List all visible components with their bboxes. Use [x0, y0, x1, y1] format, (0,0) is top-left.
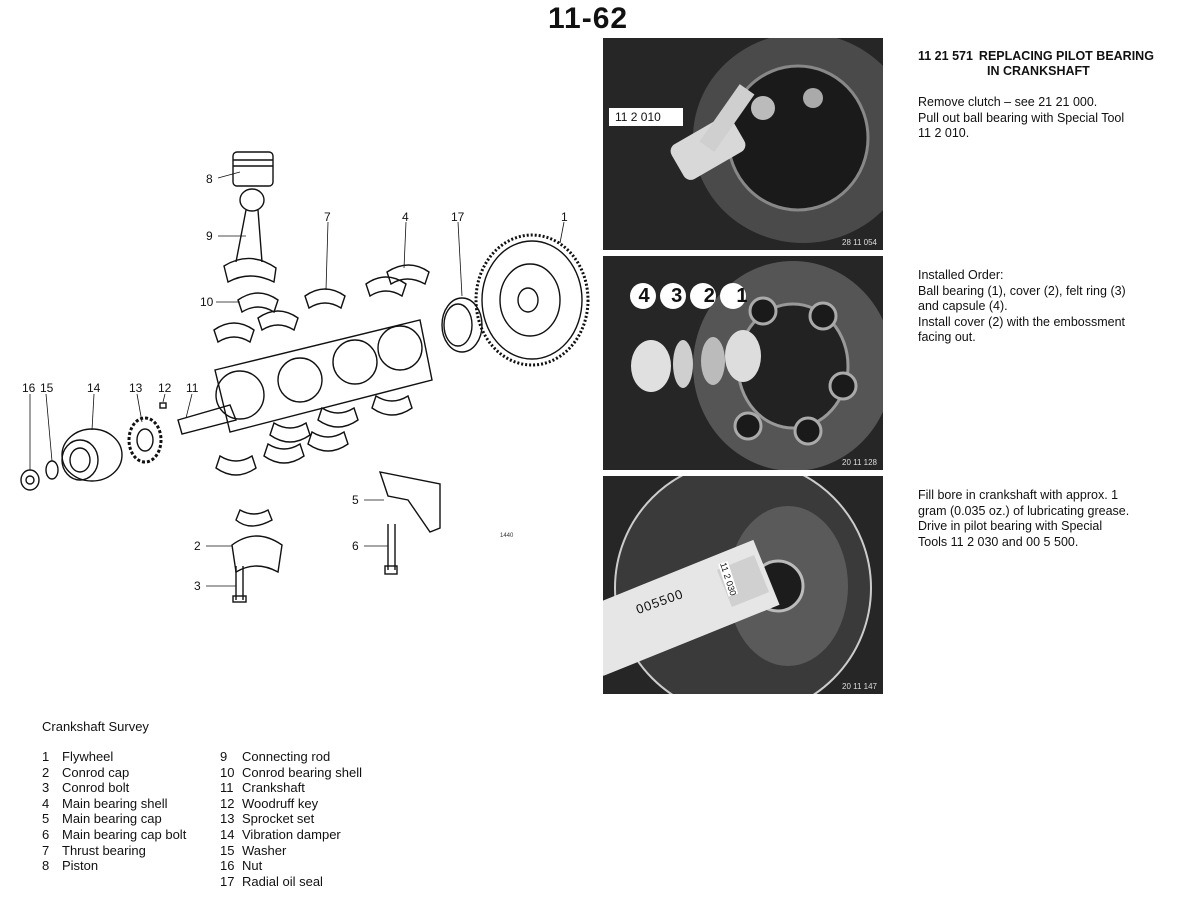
- procedure-title-line2: IN CRANKSHAFT: [987, 64, 1090, 78]
- callout-10: 10: [200, 295, 214, 309]
- order-number: 3: [671, 285, 683, 307]
- procedure-title: 11 21 571 REPLACING PILOT BEARING IN CRA…: [918, 49, 1154, 79]
- callout-12: 12: [158, 381, 172, 395]
- callout-15: 15: [40, 381, 54, 395]
- callout-6: 6: [352, 539, 359, 553]
- crankshaft-exploded-diagram: 1 2 3 4 5 6 7 8 9 10 11 12 13 14 15 16 1…: [20, 151, 590, 603]
- callout-13: 13: [129, 381, 143, 395]
- photo-drive-in-bearing: 005500 11 2 030 20 11 147: [603, 476, 883, 694]
- flywheel-drawing: [474, 233, 590, 367]
- photo-code: 28 11 054: [842, 238, 877, 247]
- callout-8: 8: [206, 172, 213, 186]
- figure-code: 1440: [500, 533, 514, 539]
- connecting-rod-drawing: [223, 188, 277, 284]
- photo-installed-order: 4 3 2 1 20 11 128: [603, 256, 883, 470]
- page-number: 11-62: [548, 2, 629, 35]
- callout-16: 16: [22, 381, 36, 395]
- photo-tool-label: 11 2 010: [615, 110, 661, 124]
- crankshaft-drawing: [177, 319, 433, 435]
- order-number: 2: [703, 285, 715, 307]
- callout-5: 5: [352, 493, 359, 507]
- vibration-damper-drawing: [61, 428, 123, 482]
- callout-14: 14: [87, 381, 101, 395]
- sprocket-set-drawing: [127, 416, 163, 464]
- photo-code: 20 11 128: [842, 458, 877, 467]
- callout-3: 3: [194, 579, 201, 593]
- step-1-text: Remove clutch – see 21 21 000. Pull out …: [918, 95, 1125, 140]
- callout-1: 1: [561, 210, 568, 224]
- radial-oil-seal-drawing: [441, 297, 483, 353]
- step-2-text: Installed Order: Ball bearing (1), cover…: [918, 268, 1126, 344]
- piston-drawing: [232, 151, 274, 187]
- step-3-text: Fill bore in crankshaft with approx. 1 g…: [918, 488, 1130, 549]
- callout-4: 4: [402, 210, 409, 224]
- callout-11: 11: [186, 381, 199, 395]
- order-number: 4: [638, 285, 650, 307]
- order-number: 1: [736, 285, 748, 307]
- order-numbers: 4 3 2 1: [633, 285, 753, 308]
- callout-2: 2: [194, 539, 201, 553]
- callout-9: 9: [206, 229, 213, 243]
- photo-pull-out-bearing: 11 2 010 28 11 054: [603, 38, 883, 250]
- photo-code: 20 11 147: [842, 682, 877, 691]
- survey-title: Crankshaft Survey: [42, 719, 149, 734]
- procedure-code: 11 21 571: [918, 49, 973, 63]
- callout-7: 7: [324, 210, 331, 224]
- procedure-title-line1: REPLACING PILOT BEARING: [978, 49, 1154, 63]
- callout-17: 17: [451, 210, 465, 224]
